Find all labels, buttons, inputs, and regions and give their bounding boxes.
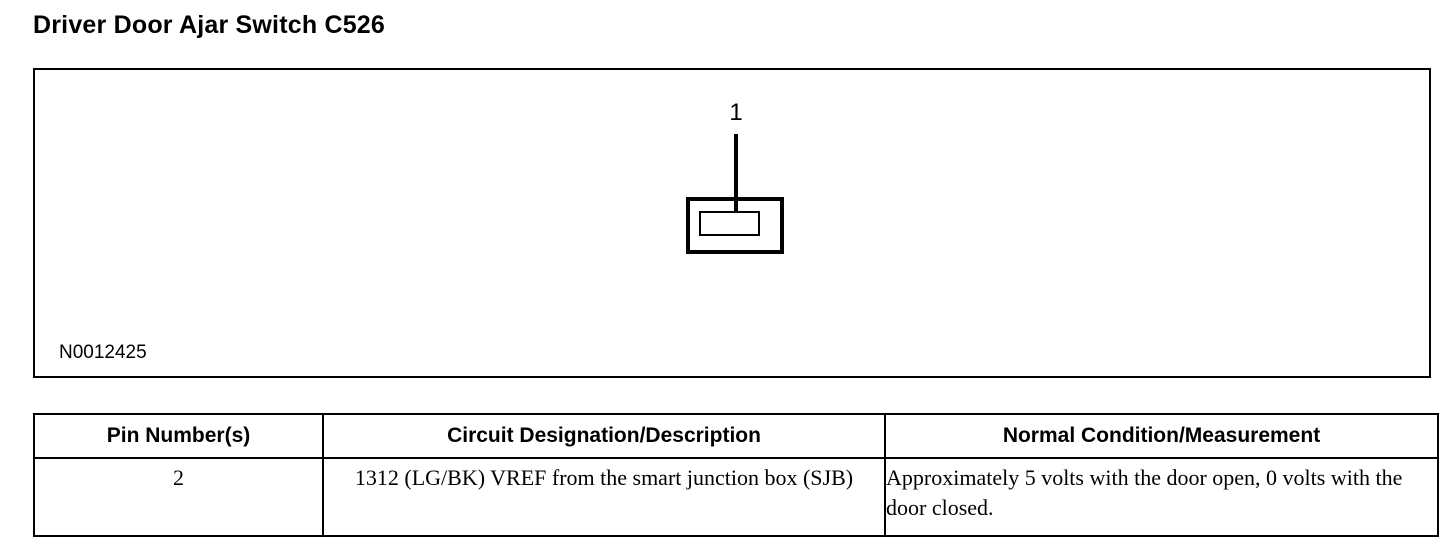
table-row: 2 1312 (LG/BK) VREF from the smart junct…	[33, 457, 1439, 537]
column-header-pin-number: Pin Number(s)	[33, 413, 324, 459]
cell-normal-condition: Approximately 5 volts with the door open…	[884, 457, 1439, 537]
cell-pin-number: 2	[33, 457, 324, 537]
connector-diagram-frame: 1 N0012425	[33, 68, 1431, 378]
column-header-circuit-designation: Circuit Designation/Description	[322, 413, 886, 459]
connector-terminal-cavity-icon	[699, 211, 760, 236]
diagram-image-code: N0012425	[59, 342, 147, 363]
pin-number-label: 1	[729, 99, 743, 126]
pin-lead-line	[734, 134, 738, 212]
table-header-row: Pin Number(s) Circuit Designation/Descri…	[33, 413, 1439, 459]
connector-symbol: 1	[686, 100, 786, 290]
cell-circuit-designation: 1312 (LG/BK) VREF from the smart junctio…	[322, 457, 886, 537]
connector-outer-body-icon	[686, 197, 784, 254]
pin-specification-table: Pin Number(s) Circuit Designation/Descri…	[33, 413, 1439, 537]
page-title: Driver Door Ajar Switch C526	[33, 11, 386, 39]
column-header-normal-condition: Normal Condition/Measurement	[884, 413, 1439, 459]
